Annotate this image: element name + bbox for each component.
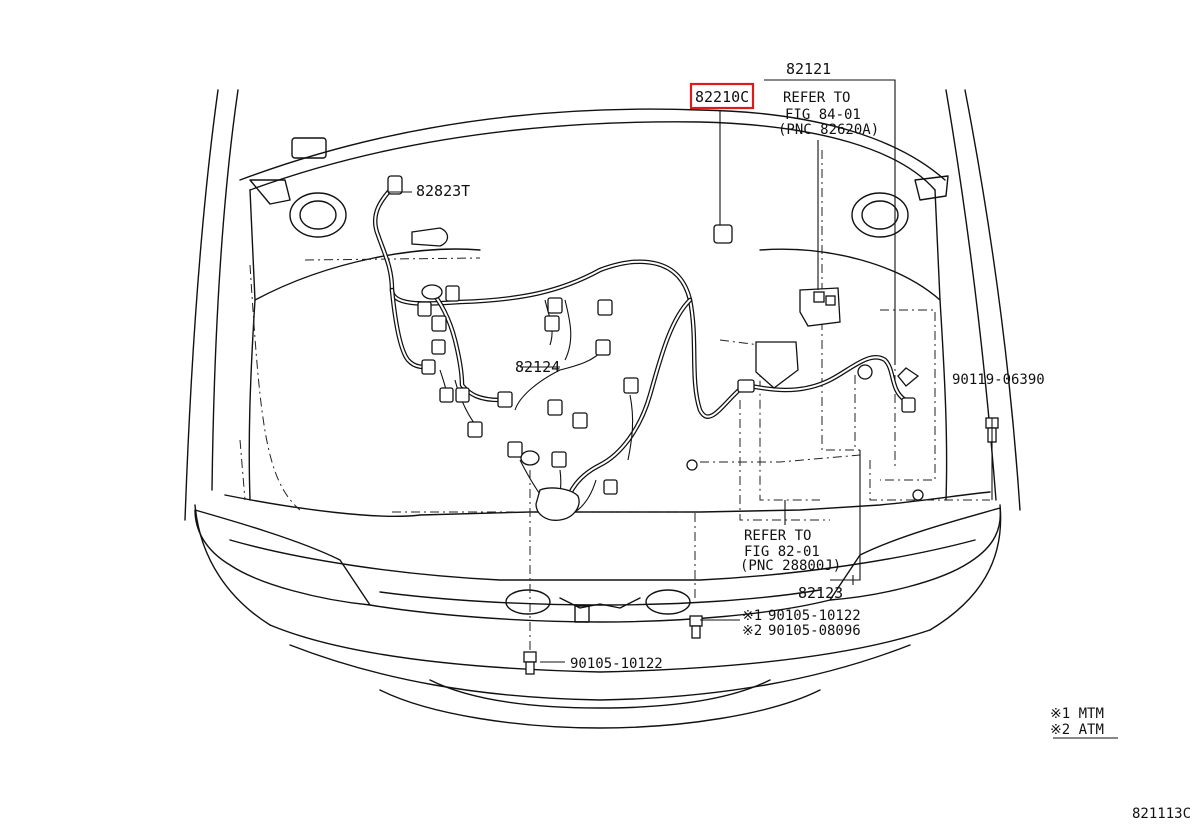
part-label-82121: 82121	[786, 60, 831, 78]
legend-line-2: ※2 ATM	[1050, 722, 1104, 738]
part-label-82823t[interactable]: 82823T	[416, 182, 470, 200]
bolt-90105-lower-icon	[523, 651, 537, 675]
bolt-label-90119[interactable]: 90119-06390	[952, 372, 1045, 388]
part-label-82210c[interactable]: 82210C	[695, 88, 749, 106]
ref2-line3: (PNC 28800J)	[740, 558, 841, 574]
bolts	[523, 417, 999, 675]
part-labels: 82121 82210C REFER TO FIG 84-01 (PNC 826…	[416, 60, 1191, 822]
bolt-90119-icon	[985, 417, 999, 500]
bolt-label-90105-a[interactable]: 90105-10122	[768, 608, 861, 624]
bolt-label-90105-c[interactable]: 90105-10122	[570, 656, 663, 672]
ref1-line2: FIG 84-01	[785, 107, 861, 123]
part-label-82123[interactable]: 82123	[798, 584, 843, 602]
ref2-line2: FIG 82-01	[744, 544, 820, 560]
note-mark-2: ※2	[742, 623, 762, 639]
highlight-box	[689, 82, 755, 110]
ref1-line3: (PNC 82620A)	[778, 122, 879, 138]
ref2-line1: REFER TO	[744, 528, 811, 544]
bolt-90105-upper-icon	[689, 615, 703, 639]
leader-lines	[388, 79, 1118, 739]
connectors	[387, 175, 924, 521]
legend-line-1: ※1 MTM	[1050, 706, 1104, 722]
part-label-82124[interactable]: 82124	[515, 358, 560, 376]
vehicle-body-outline	[184, 89, 1021, 729]
note-mark-1: ※1	[742, 608, 762, 624]
ref1-line1: REFER TO	[783, 90, 850, 106]
figure-id: 821113C	[1132, 806, 1191, 822]
bolt-label-90105-b[interactable]: 90105-08096	[768, 623, 861, 639]
